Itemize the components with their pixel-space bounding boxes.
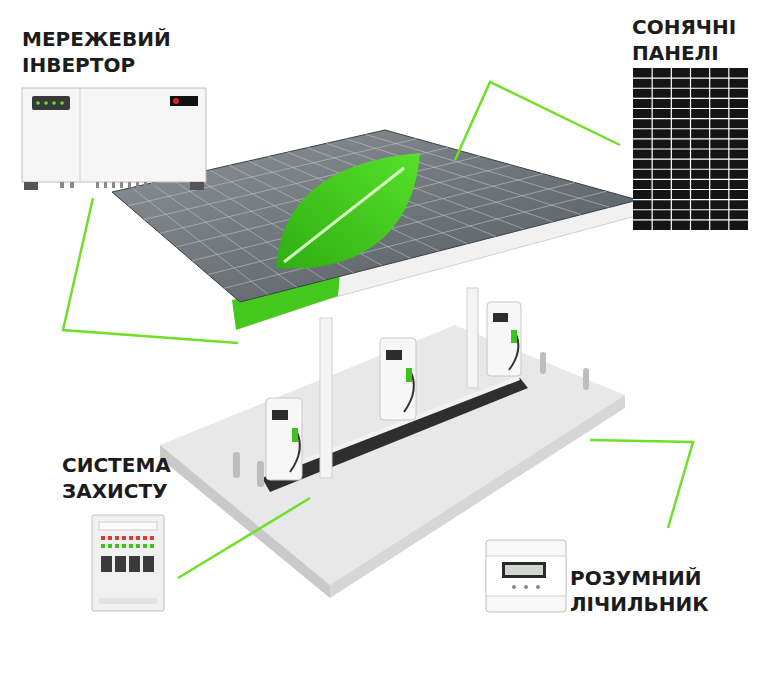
indicator-led [150, 536, 154, 540]
indicator-led [143, 544, 147, 548]
breaker-switch [101, 556, 112, 572]
indicator-led [136, 544, 140, 548]
component-label: МЕРЕЖЕВИЙ ІНВЕРТОР [22, 26, 222, 78]
inverter-icon [22, 88, 206, 190]
component-label: РОЗУМНИЙ ЛІЧИЛЬНИК [570, 565, 764, 617]
indicator-led [108, 536, 112, 540]
indicator-led [136, 536, 140, 540]
breaker-switch [115, 556, 126, 572]
solar-panel-grid [633, 68, 748, 230]
panel-grid-line [633, 128, 748, 129]
indicator-led [108, 544, 112, 548]
panel-grid-line [633, 209, 748, 210]
canopy-pillar [320, 318, 332, 478]
breaker-switch [129, 556, 140, 572]
panel-grid-line [633, 148, 748, 149]
panel-grid-line [633, 108, 748, 109]
indicator-led [122, 544, 126, 548]
indicator-led [101, 536, 105, 540]
solar-panel-icon [633, 68, 748, 230]
indicator-led [129, 544, 133, 548]
eco-leaf [276, 153, 420, 269]
component-label: СОНЯЧНІ ПАНЕЛІ [632, 14, 764, 66]
panel-grid-line [633, 179, 748, 180]
label-holder: СОНЯЧНІ ПАНЕЛІ [632, 14, 764, 66]
panel-grid-line [633, 219, 748, 220]
ev-charger [380, 338, 416, 420]
label-holder: РОЗУМНИЙ ЛІЧИЛЬНИК [570, 565, 764, 617]
panel-grid-line [633, 88, 748, 89]
roof-grid-line [151, 183, 297, 287]
leaf-vein [284, 168, 404, 262]
label-holder: СИСТЕМА ЗАХИСТУ [62, 452, 262, 504]
ev-charger [487, 302, 521, 376]
panel-grid-line [633, 118, 748, 119]
canopy-pillar [467, 288, 478, 388]
indicator-led [101, 544, 105, 548]
indicator-led [115, 544, 119, 548]
panel-grid-line [633, 189, 748, 190]
protection-panel-icon [92, 515, 164, 611]
ev-charger [266, 398, 302, 480]
indicator-led [150, 544, 154, 548]
label-holder: МЕРЕЖЕВИЙ ІНВЕРТОР [22, 26, 222, 78]
roof-grid-line [132, 188, 269, 295]
panel-grid-line [633, 138, 748, 139]
panel-grid-line [633, 199, 748, 200]
breaker-switch [143, 556, 154, 572]
indicator-led [129, 536, 133, 540]
panel-grid-line [633, 169, 748, 170]
component-label: СИСТЕМА ЗАХИСТУ [62, 452, 262, 504]
panel-grid-line [633, 78, 748, 79]
indicator-led [122, 536, 126, 540]
indicator-led [143, 536, 147, 540]
panel-grid-line [633, 98, 748, 99]
panel-grid-line [633, 159, 748, 160]
indicator-led [115, 536, 119, 540]
smart-meter-icon [486, 540, 566, 612]
